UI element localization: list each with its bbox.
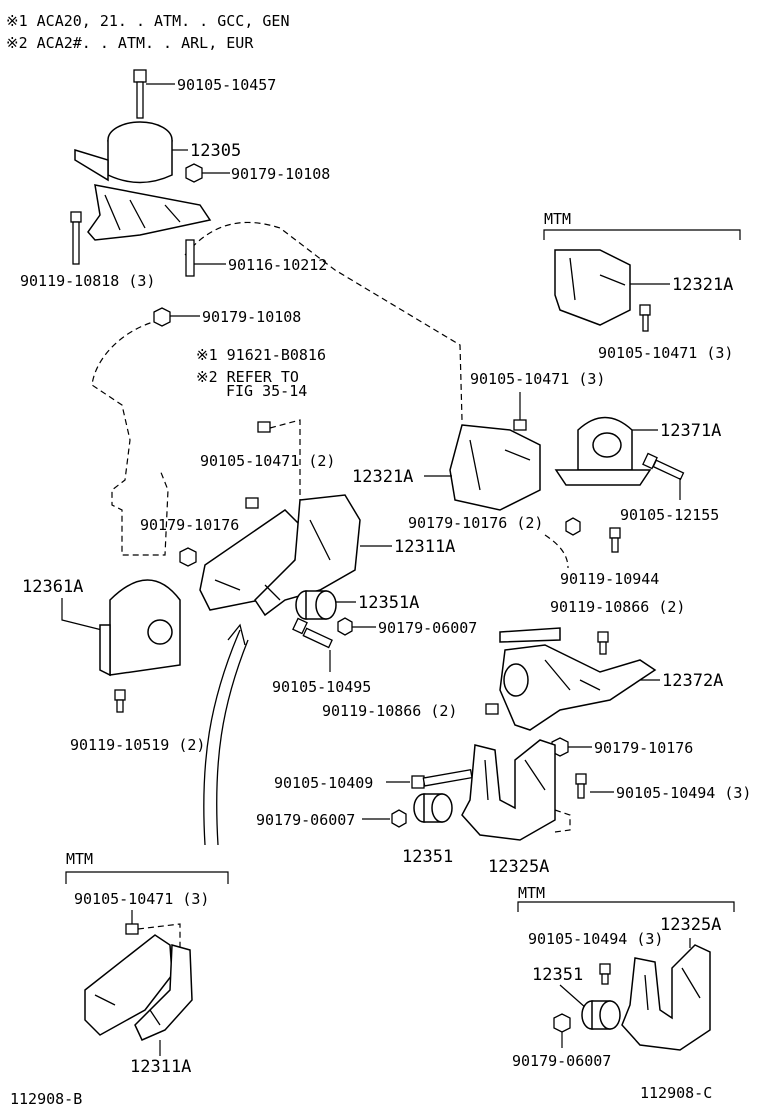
stud-90116-10212 (185, 239, 226, 277)
footer-code-left: 112908-B (10, 1090, 82, 1108)
nut-90179-10176-b (179, 547, 197, 567)
label-90179-06007-b: 90179-06007 (256, 811, 355, 829)
bracket-12311A-mtm (84, 934, 193, 1056)
bolt-90105-12155 (642, 452, 685, 500)
label-90116-10212: 90116-10212 (228, 256, 327, 274)
bolt-90105-10471-c (245, 419, 301, 509)
label-12371A: 12371A (660, 421, 721, 441)
label-90179-10108-a: 90179-10108 (231, 165, 330, 183)
label-12321A-b: 12321A (352, 467, 413, 487)
label-90179-10176-a: 90179-10176 (2) (408, 514, 543, 532)
nut-90179-06007-a (337, 617, 353, 636)
group-mtm-bottom-left: MTM (66, 850, 93, 868)
label-12321A-a: 12321A (672, 275, 733, 295)
nut-90179-06007-b (391, 809, 407, 828)
label-12372A: 12372A (662, 671, 723, 691)
bolt-90105-10494-b (599, 963, 611, 985)
bracket-12372A (499, 627, 660, 731)
label-12351-a: 12351 (402, 847, 453, 867)
refer-note-2: ※2 REFER TO (196, 368, 299, 386)
label-90179-10176-c: 90179-10176 (594, 739, 693, 757)
label-12311A-a: 12311A (394, 537, 455, 557)
label-90119-10818: 90119-10818 (3) (20, 272, 155, 290)
nut-90179-10176-a (565, 517, 581, 536)
bolt-90105-10494-a (575, 773, 614, 799)
label-90105-10471-a: 90105-10471 (3) (598, 344, 733, 362)
group-mtm-bottom-right: MTM (518, 884, 545, 902)
bolt-90105-10471-d (125, 910, 181, 960)
nut-90179-06007-c (553, 1013, 571, 1033)
label-90105-10471-c: 90105-10471 (2) (200, 452, 335, 470)
bracket-12311A (199, 494, 392, 617)
bolt-90119-10866-a (597, 631, 609, 655)
label-90179-06007-a: 90179-06007 (378, 619, 477, 637)
engine-outline (91, 221, 569, 569)
engine-mount-12305 (74, 121, 212, 241)
bolt-90119-10944 (609, 527, 621, 553)
bolt-90105-10495 (292, 617, 333, 672)
bushing-12351A (295, 590, 356, 620)
note-1: ※1 ACA20, 21. . ATM. . GCC, GEN (6, 12, 290, 30)
label-90119-10519: 90119-10519 (2) (70, 736, 205, 754)
label-12311A-b: 12311A (130, 1057, 191, 1077)
bolt-90105-10471-a (639, 304, 651, 332)
label-90105-10495: 90105-10495 (272, 678, 371, 696)
label-12305: 12305 (190, 141, 241, 161)
label-12351-b: 12351 (532, 965, 583, 985)
label-90105-10457: 90105-10457 (177, 76, 276, 94)
direction-arrow (203, 623, 246, 846)
bolt-90105-10457 (133, 69, 175, 119)
bolt-90105-10409 (411, 768, 473, 789)
label-90179-10176-b: 90179-10176 (140, 516, 239, 534)
label-12351A: 12351A (358, 593, 419, 613)
label-12361A: 12361A (22, 577, 83, 597)
label-90105-10471-b: 90105-10471 (3) (470, 370, 605, 388)
refer-note-1: ※1 91621-B0816 (196, 346, 326, 364)
bushing-12351-a (413, 793, 453, 823)
label-90105-10494-a: 90105-10494 (3) (616, 784, 751, 802)
nut-90179-10108-b (153, 307, 200, 327)
bracket-12321A (424, 424, 541, 511)
label-90179-06007-c: 90179-06007 (512, 1052, 611, 1070)
bolt-90119-10818 (70, 211, 82, 265)
bracket-12325A-mtm (621, 938, 711, 1051)
label-90105-10494-b: 90105-10494 (3) (528, 930, 663, 948)
bushing-12351-b (559, 984, 621, 1030)
bracket-12321A-mtm (554, 249, 670, 326)
label-90119-10866-a: 90119-10866 (2) (550, 598, 685, 616)
label-90119-10944: 90119-10944 (560, 570, 659, 588)
label-12325A-a: 12325A (488, 857, 549, 877)
footer-code-right: 112908-C (640, 1084, 712, 1102)
label-90105-10409: 90105-10409 (274, 774, 373, 792)
note-2: ※2 ACA2#. . ATM. . ARL, EUR (6, 34, 254, 52)
label-90105-10471-d: 90105-10471 (3) (74, 890, 209, 908)
nut-90179-10108-a (185, 163, 230, 183)
mount-12361A (61, 579, 181, 713)
label-90119-10866-b: 90119-10866 (2) (322, 702, 457, 720)
label-90179-10108-b: 90179-10108 (202, 308, 301, 326)
bolt-90105-10471-b (513, 392, 527, 431)
label-90105-12155: 90105-12155 (620, 506, 719, 524)
label-12325A-b: 12325A (660, 915, 721, 935)
refer-note-3: FIG 35-14 (226, 382, 307, 400)
bracket-12325A (461, 739, 571, 841)
mount-12371A (554, 416, 658, 486)
bolt-90119-10866-b (485, 703, 499, 715)
group-mtm-top-right: MTM (544, 210, 571, 228)
